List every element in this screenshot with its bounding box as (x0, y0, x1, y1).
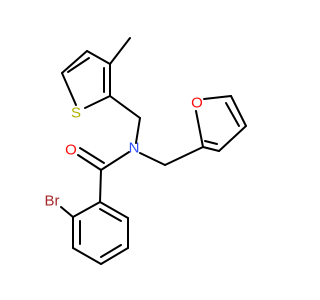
bond-thiophene-s-c2 (61, 72, 77, 106)
structure-canvas: S N O O Br (45, 37, 247, 265)
bond-carbonyl-oxygen (77, 154, 102, 171)
bond-n-carbonyl (100, 151, 130, 171)
bond-carbonyl-aryl (99, 169, 102, 203)
bond-benzene-4-5-inner (100, 244, 122, 258)
bond-n-ch2-furan (139, 152, 166, 166)
bond-furan-c2-o (195, 110, 204, 148)
bond-aryl-bromine (60, 206, 74, 218)
bond-layer (60, 37, 247, 265)
sulfur-label: S (71, 105, 81, 122)
bond-ch2-n (135, 117, 141, 144)
atom-label-layer: S N O O Br (45, 95, 203, 210)
bond-benzene-4-5 (100, 247, 129, 265)
nitrogen-label: N (129, 140, 140, 157)
bond-thiophene-c5-s (84, 95, 111, 109)
bond-carbonyl-oxygen-second (79, 147, 105, 164)
bond-furan-c5-c4 (230, 95, 247, 127)
bond-benzene-6-1-inner (99, 208, 122, 222)
bond-benzene-3-4 (72, 247, 102, 265)
bond-furan-c3-c2 (202, 146, 220, 152)
bond-furan-c3-c2-inner (204, 140, 218, 145)
bond-furan-c4-c3 (218, 125, 247, 152)
bond-furan-c5-c4-inner (225, 102, 240, 127)
bond-methyl (109, 37, 131, 65)
bond-thiophene-c2-c3-inner (67, 57, 90, 73)
bromine-label: Br (45, 193, 60, 210)
bond-benzene-6-1 (99, 201, 129, 219)
molecule-structure: S N O O Br (45, 37, 247, 265)
bond-thiophene-ch2 (109, 95, 141, 119)
carbonyl-oxygen-label: O (65, 142, 77, 159)
bond-thiophene-c2-c3 (61, 50, 88, 74)
bond-furan-o-c5 (203, 95, 232, 100)
bond-benzene-1-2 (72, 201, 101, 218)
bond-thiophene-c3-c4 (86, 50, 111, 65)
furan-oxygen-label: O (191, 95, 203, 112)
bond-ch2-furan (164, 146, 204, 166)
